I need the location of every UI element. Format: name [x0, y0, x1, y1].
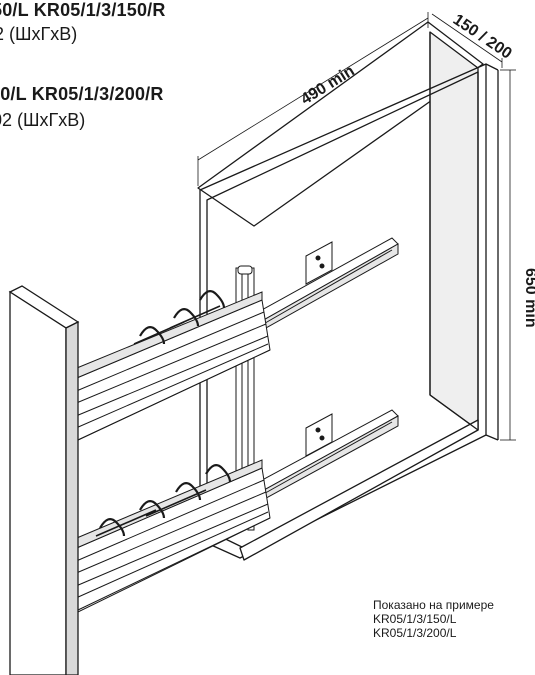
product-codes-150: 50/L KR05/1/3/150/R [0, 0, 166, 20]
note-model-2: KR05/1/3/200/L [373, 626, 457, 640]
dimension-format-150: 2 (ШхГхВ) [0, 24, 78, 44]
note-title: Показано на примере [373, 598, 494, 612]
lower-basket [71, 459, 271, 613]
example-note: Показано на примере KR05/1/3/150/L KR05/… [373, 598, 494, 640]
product-codes-200: 00/L KR05/1/3/200/R [0, 84, 164, 104]
cabinet [197, 21, 499, 561]
note-model-1: KR05/1/3/150/L [373, 612, 457, 626]
dimension-format-200: 02 (ШхГхВ) [0, 110, 86, 130]
height-dimension-label: 650 min [522, 268, 535, 328]
upper-basket [71, 290, 271, 441]
runner-rails [239, 237, 399, 509]
dimension-lines [197, 12, 516, 441]
front-door-panel [8, 285, 80, 675]
